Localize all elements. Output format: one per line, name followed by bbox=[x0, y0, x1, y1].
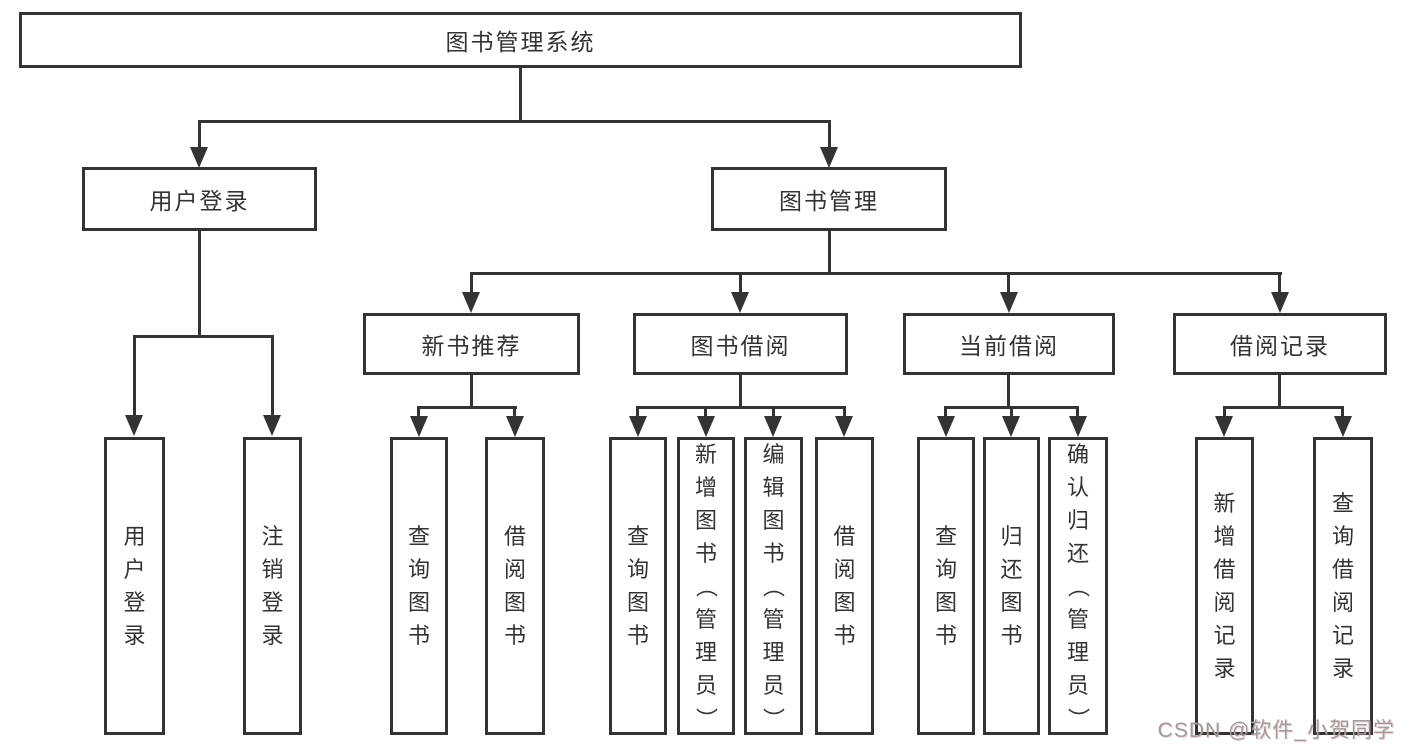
connector-stem-current-borrow bbox=[1007, 272, 1010, 294]
connector-borrow-records-branch bbox=[1223, 406, 1344, 409]
leaf-logout: 注销登录 bbox=[243, 437, 302, 735]
connector-stem-e2 bbox=[1341, 406, 1344, 418]
connector-stem-d2 bbox=[1010, 406, 1013, 418]
arrow-to-borrow-books-2 bbox=[835, 416, 853, 437]
leaf-confirm-return-admin: 确认归还（管理员） bbox=[1048, 437, 1108, 735]
arrow-to-query-books-3 bbox=[937, 416, 955, 437]
node-borrow-records: 借阅记录 bbox=[1173, 313, 1387, 375]
connector-stem-c1 bbox=[636, 406, 639, 418]
connector-stem-e1 bbox=[1223, 406, 1226, 418]
node-root-library-management-system: 图书管理系统 bbox=[19, 12, 1022, 68]
arrow-to-book-borrow bbox=[731, 292, 749, 313]
arrow-to-new-book-recommend bbox=[462, 292, 480, 313]
connector-user-login-trunk bbox=[198, 231, 201, 337]
connector-stem-d1 bbox=[944, 406, 947, 418]
arrow-to-query-borrow-record bbox=[1334, 416, 1352, 437]
connector-book-management-trunk bbox=[828, 231, 831, 274]
connector-new-book-trunk bbox=[470, 375, 473, 408]
node-book-borrow: 图书借阅 bbox=[633, 313, 848, 375]
arrow-to-query-books-1 bbox=[410, 416, 428, 437]
leaf-query-borrow-record: 查询借阅记录 bbox=[1313, 437, 1373, 735]
node-new-book-recommend: 新书推荐 bbox=[363, 313, 580, 375]
arrow-to-add-books bbox=[697, 416, 715, 437]
connector-new-book-branch bbox=[417, 406, 517, 409]
leaf-borrow-books-2: 借阅图书 bbox=[815, 437, 874, 735]
connector-stem-d3 bbox=[1076, 406, 1079, 418]
connector-stem-leaf-user-login bbox=[133, 335, 136, 417]
arrow-to-user-login bbox=[190, 147, 208, 168]
connector-stem-b1 bbox=[417, 406, 420, 418]
arrow-to-leaf-user-login bbox=[125, 415, 143, 436]
connector-root-trunk bbox=[519, 68, 522, 123]
leaf-query-books-1: 查询图书 bbox=[390, 437, 448, 735]
connector-level2-branch bbox=[470, 272, 1282, 275]
connector-stem-user-login bbox=[198, 120, 201, 150]
connector-borrow-records-trunk bbox=[1278, 375, 1281, 408]
arrow-to-borrow-records bbox=[1271, 292, 1289, 313]
connector-stem-borrow-records bbox=[1278, 272, 1281, 294]
leaf-query-books-3: 查询图书 bbox=[917, 437, 975, 735]
connector-book-borrow-trunk bbox=[739, 375, 742, 408]
node-book-management: 图书管理 bbox=[711, 167, 947, 231]
arrow-to-edit-books bbox=[764, 416, 782, 437]
leaf-add-books-admin: 新增图书（管理员） bbox=[677, 437, 735, 735]
connector-stem-c3 bbox=[772, 406, 775, 418]
connector-user-login-branch bbox=[133, 335, 274, 338]
leaf-return-books: 归还图书 bbox=[983, 437, 1040, 735]
connector-current-borrow-trunk bbox=[1007, 375, 1010, 408]
leaf-edit-books-admin: 编辑图书（管理员） bbox=[744, 437, 803, 735]
connector-stem-c2 bbox=[704, 406, 707, 418]
arrow-to-return-books bbox=[1002, 416, 1020, 437]
arrow-to-query-books-2 bbox=[629, 416, 647, 437]
node-user-login: 用户登录 bbox=[82, 167, 317, 231]
leaf-query-books-2: 查询图书 bbox=[609, 437, 667, 735]
node-current-borrow: 当前借阅 bbox=[903, 313, 1115, 375]
leaf-user-login: 用户登录 bbox=[104, 437, 165, 735]
leaf-add-borrow-record: 新增借阅记录 bbox=[1195, 437, 1254, 735]
connector-level1-branch bbox=[198, 120, 831, 123]
arrow-to-borrow-books-1 bbox=[506, 416, 524, 437]
connector-stem-new-book bbox=[470, 272, 473, 294]
arrow-to-confirm-return bbox=[1069, 416, 1087, 437]
leaf-borrow-books-1: 借阅图书 bbox=[485, 437, 545, 735]
arrow-to-current-borrow bbox=[1000, 292, 1018, 313]
connector-book-borrow-branch bbox=[636, 406, 846, 409]
connector-stem-book-management bbox=[828, 120, 831, 150]
watermark: CSDN @软件_小贺同学 bbox=[1157, 719, 1395, 742]
connector-stem-book-borrow bbox=[739, 272, 742, 294]
arrow-to-book-management bbox=[820, 147, 838, 168]
arrow-to-add-borrow-record bbox=[1215, 416, 1233, 437]
connector-stem-leaf-logout bbox=[271, 335, 274, 417]
connector-stem-b2 bbox=[513, 406, 516, 418]
connector-stem-c4 bbox=[843, 406, 846, 418]
arrow-to-leaf-logout bbox=[263, 415, 281, 436]
